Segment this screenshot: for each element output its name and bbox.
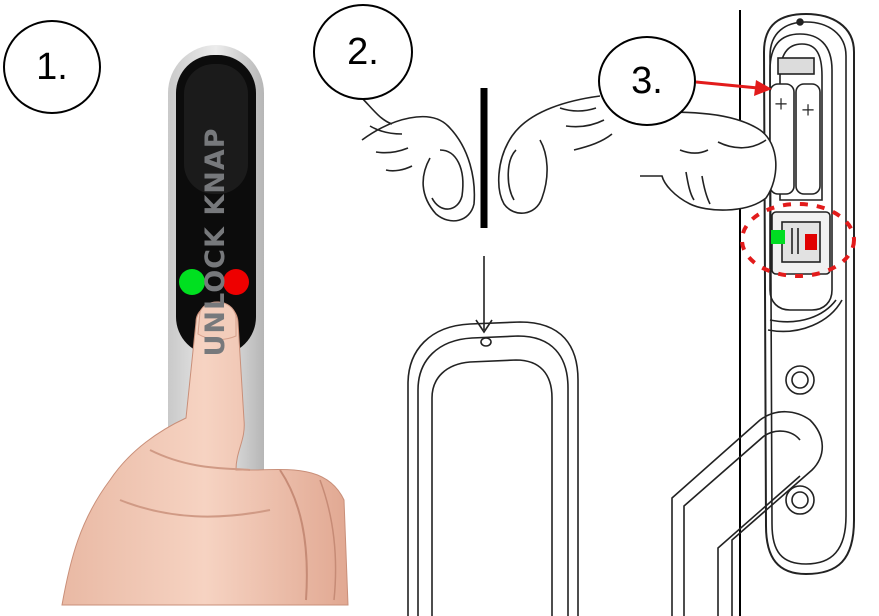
panel-2 [359,88,613,616]
handle-body-outline [671,12,855,616]
battery-plus-label: + [801,98,815,124]
green-led-icon [179,269,205,295]
red-marker-icon [805,234,817,250]
fingernail [197,301,237,341]
arrow-down-icon [475,256,493,334]
panel-3 [639,10,856,616]
step-1-badge: 1. [3,20,101,114]
highlight-ring [740,202,856,278]
red-arrow-icon [695,80,772,96]
thumb-icon [639,111,777,211]
panel-1 [61,45,349,606]
step-2-badge: 2. [313,4,413,100]
battery-icon [769,57,821,195]
handle-top-outline [407,321,579,616]
step-3-badge: 3. [598,36,696,126]
finger-pointing-icon [61,301,349,606]
side-label: UNLOCK KNAP [200,127,231,357]
pinch-fingers-icon [359,95,613,222]
battery-plus-label: + [774,92,788,118]
green-marker-icon [771,230,785,244]
touch-panel-reflection [184,64,248,194]
red-led-icon [223,269,249,295]
